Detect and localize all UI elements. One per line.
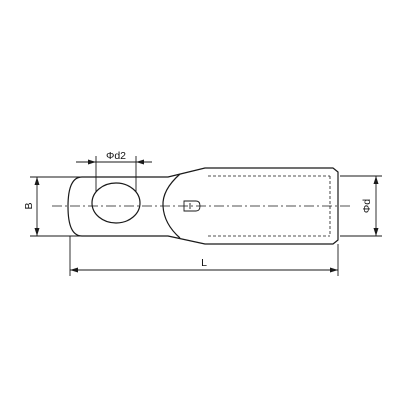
mounting-hole [91,182,141,224]
d2-arrow-right [136,159,144,165]
length-label: L [201,257,207,269]
b-arrow-bottom [34,228,40,236]
lug-outline [67,167,339,245]
hole-diameter-label: Φd2 [106,150,126,162]
l-arrow-left [70,267,78,273]
d-arrow-top [373,176,379,184]
barrel-diameter-label: Φd [361,199,373,213]
width-label: B [23,202,35,209]
d-arrow-bottom [373,228,379,236]
b-arrow-top [34,177,40,185]
l-arrow-right [330,267,338,273]
d2-arrow-left [88,159,96,165]
